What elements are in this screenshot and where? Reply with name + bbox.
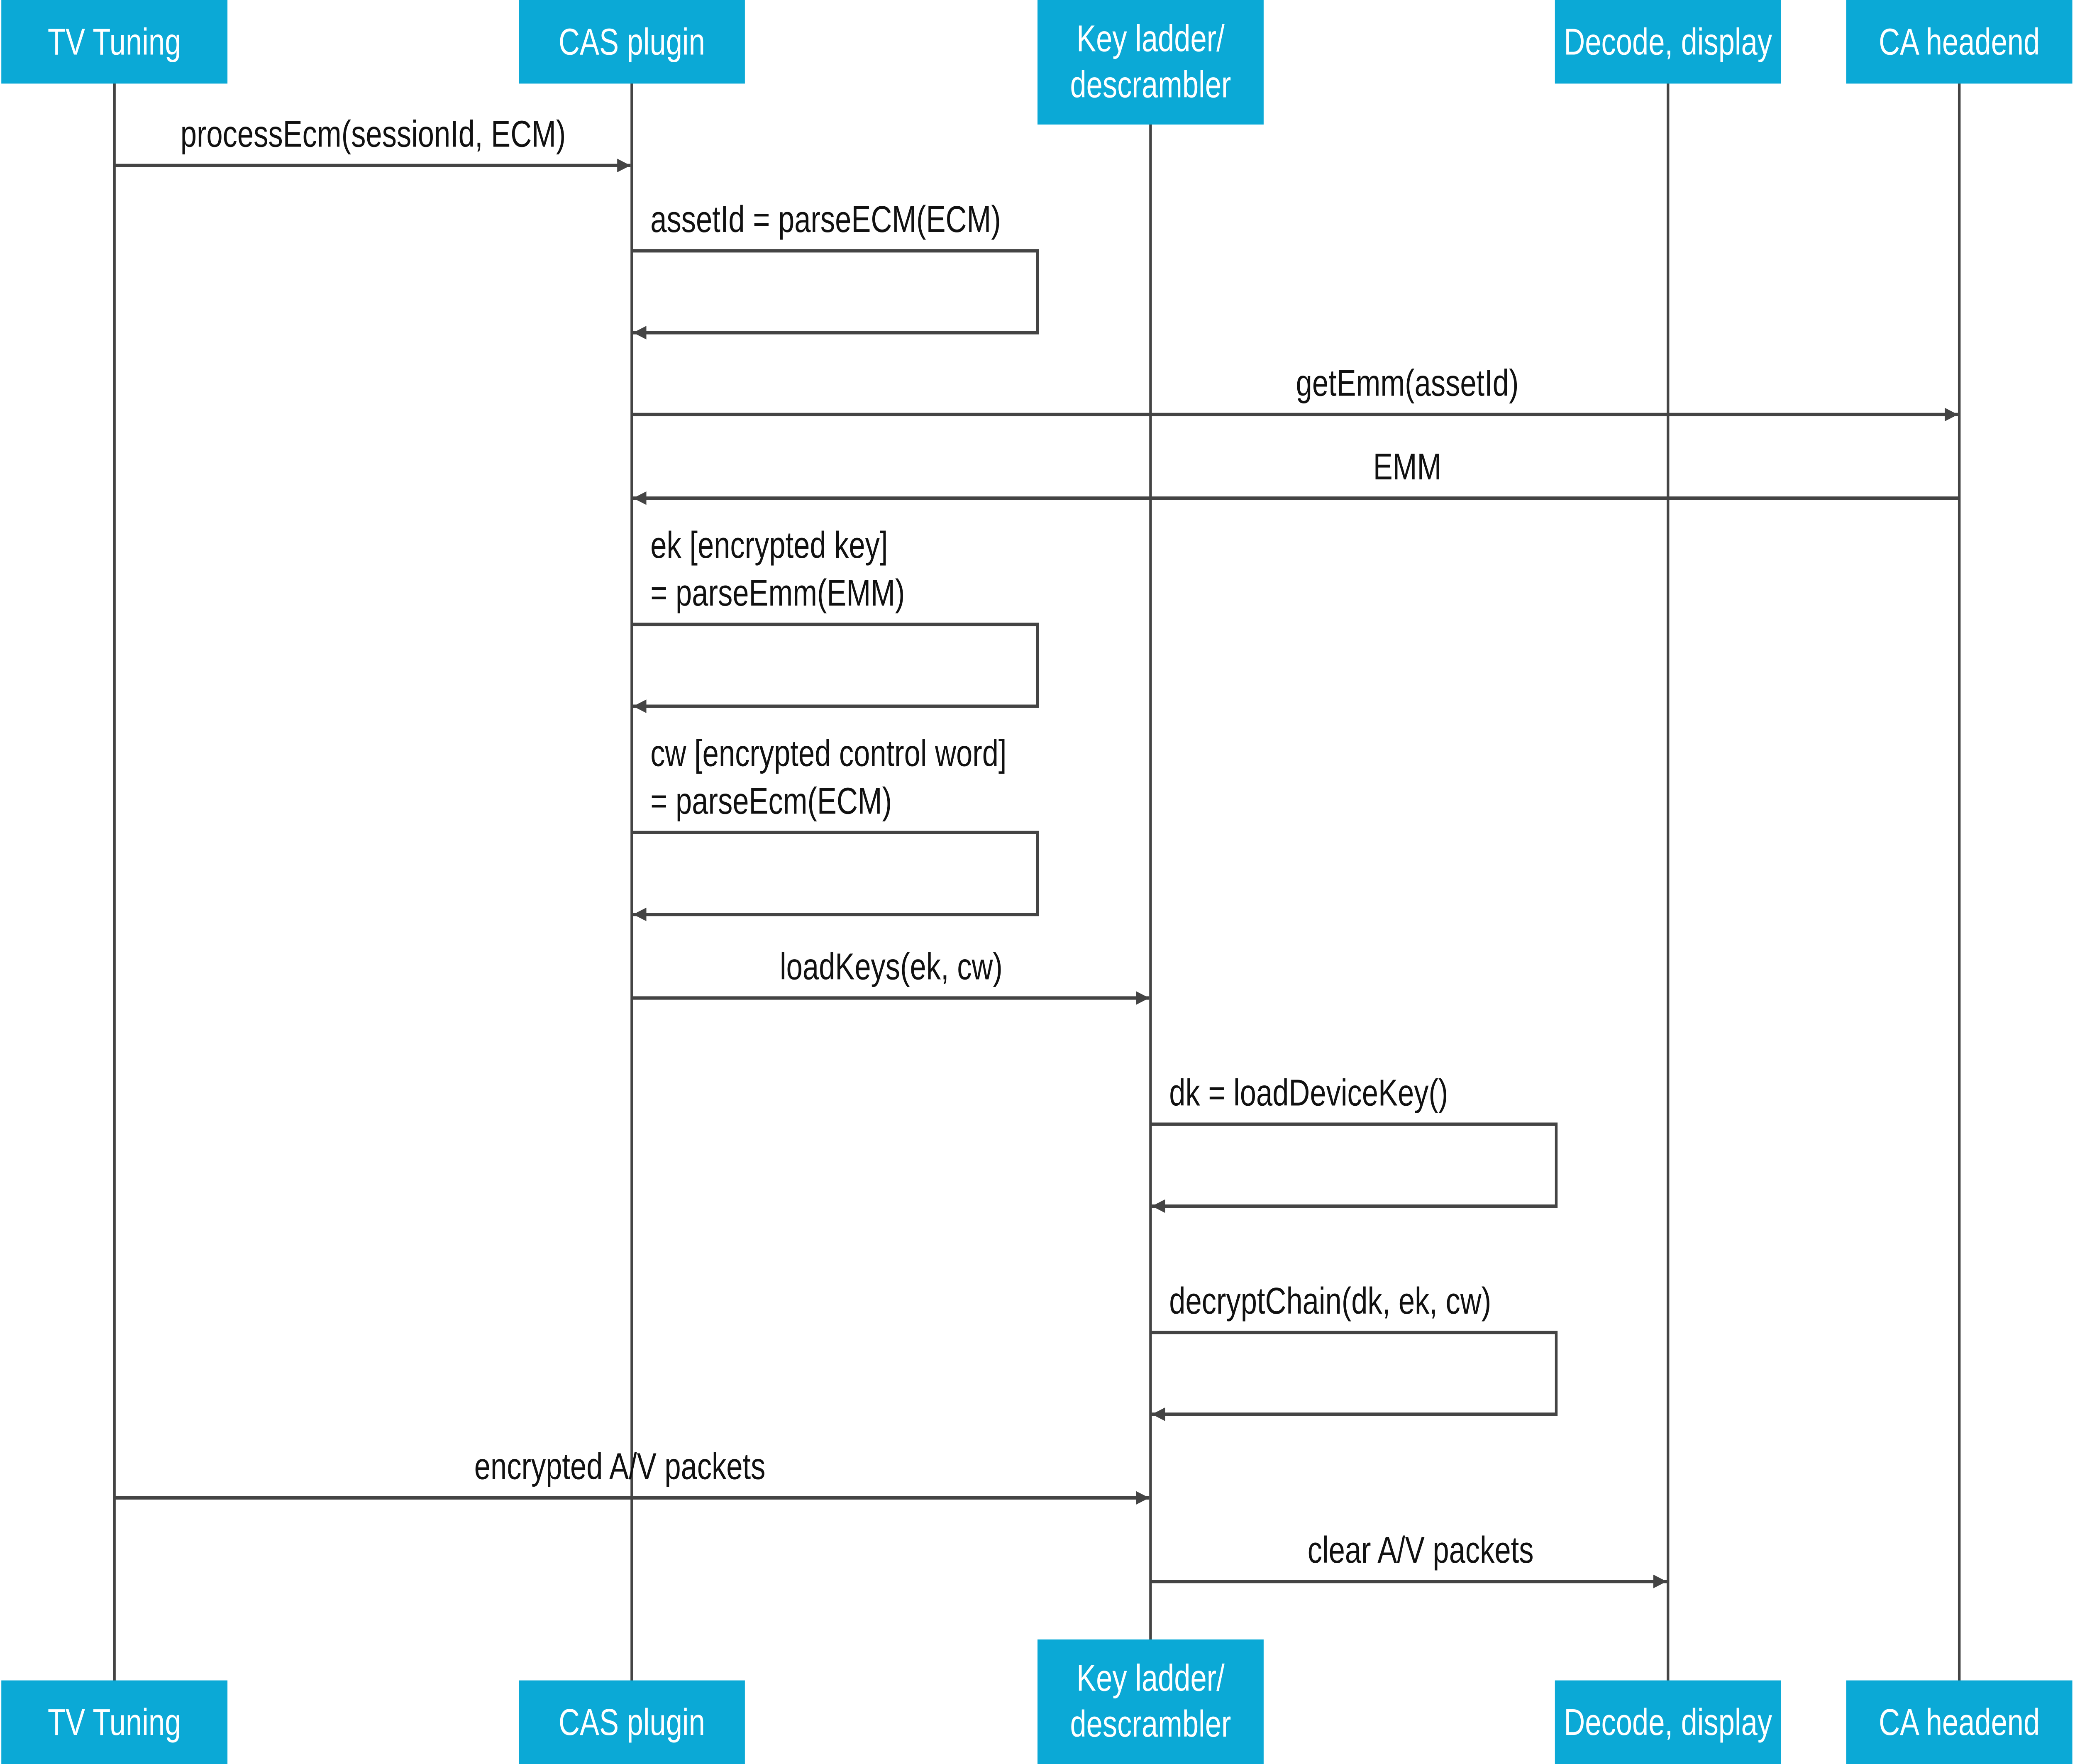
- message-label: clear A/V packets: [1308, 1529, 1534, 1571]
- message-label: decryptChain(dk, ek, cw): [1169, 1280, 1491, 1322]
- message-label: encrypted A/V packets: [474, 1446, 766, 1487]
- self-message-arrow: [1150, 1122, 1558, 1213]
- participant-decode-top: Decode, display: [1555, 0, 1781, 84]
- message-label: EMM: [1373, 446, 1441, 488]
- participant-box: [1038, 0, 1264, 125]
- self-message-arrow: [632, 623, 1039, 713]
- message-label: loadKeys(ek, cw): [780, 946, 1003, 987]
- message: loadKeys(ek, cw): [632, 946, 1150, 1005]
- participant-box: [1, 0, 228, 84]
- participant-label: descrambler: [1070, 64, 1231, 105]
- participant-box: [1846, 1680, 2073, 1764]
- participant-label: Decode, display: [1564, 1702, 1772, 1743]
- message: getEmm(assetId): [632, 362, 1958, 422]
- message-label: ek [encrypted key]: [650, 525, 888, 566]
- message-label: cw [encrypted control word]: [650, 733, 1006, 774]
- messages: processEcm(sessionId, ECM) assetId = pars…: [114, 113, 1960, 1588]
- participant-tv-top: TV Tuning: [1, 0, 228, 84]
- self-message-arrow: [632, 249, 1039, 340]
- participant-label: CA headend: [1879, 1702, 2040, 1743]
- message-label: getEmm(assetId): [1296, 362, 1519, 404]
- participant-key-top: Key ladder/descrambler: [1038, 0, 1264, 125]
- participant-label: descrambler: [1070, 1703, 1231, 1745]
- message: ek [encrypted key] = parseEmm(EMM): [632, 525, 1039, 713]
- message: encrypted A/V packets: [114, 1446, 1150, 1505]
- message: EMM: [633, 446, 1960, 505]
- message-label: processEcm(sessionId, ECM): [181, 113, 566, 155]
- participant-cas-bottom: CAS plugin: [519, 1680, 745, 1764]
- participant-decode-bottom: Decode, display: [1555, 1680, 1781, 1764]
- message: cw [encrypted control word] = parseEcm(EC…: [632, 733, 1039, 921]
- participant-box: [1846, 0, 2073, 84]
- message: assetId = parseECM(ECM): [632, 199, 1039, 340]
- participant-label: CAS plugin: [559, 1702, 705, 1743]
- participant-box: [519, 1680, 745, 1764]
- lifelines: [113, 68, 1961, 1689]
- participant-box: [1555, 1680, 1781, 1764]
- message-label: assetId = parseECM(ECM): [650, 199, 1001, 240]
- participant-tv-bottom: TV Tuning: [1, 1680, 228, 1764]
- self-message-arrow: [1150, 1330, 1558, 1421]
- participant-label: CA headend: [1879, 21, 2040, 63]
- participant-ca-top: CA headend: [1846, 0, 2073, 84]
- message-label: dk = loadDeviceKey(): [1169, 1072, 1448, 1114]
- participant-box: [1, 1680, 228, 1764]
- participant-label: Key ladder/: [1077, 1657, 1225, 1699]
- message: dk = loadDeviceKey(): [1150, 1072, 1558, 1213]
- participant-label: Decode, display: [1564, 21, 1772, 63]
- participant-label: Key ladder/: [1077, 18, 1225, 59]
- participant-box: [519, 0, 745, 84]
- participant-cas-top: CAS plugin: [519, 0, 745, 84]
- message-label: = parseEcm(ECM): [650, 780, 892, 822]
- participant-label: TV Tuning: [48, 1702, 181, 1743]
- participant-box: [1555, 0, 1781, 84]
- message: clear A/V packets: [1150, 1529, 1667, 1588]
- participant-ca-bottom: CA headend: [1846, 1680, 2073, 1764]
- self-message-arrow: [632, 831, 1039, 921]
- message-label: = parseEmm(EMM): [650, 572, 905, 614]
- participant-label: TV Tuning: [48, 21, 181, 63]
- message: decryptChain(dk, ek, cw): [1150, 1280, 1558, 1421]
- participant-box: [1038, 1639, 1264, 1764]
- message: processEcm(sessionId, ECM): [114, 113, 631, 173]
- participant-key-bottom: Key ladder/descrambler: [1038, 1639, 1264, 1764]
- participant-label: CAS plugin: [559, 21, 705, 63]
